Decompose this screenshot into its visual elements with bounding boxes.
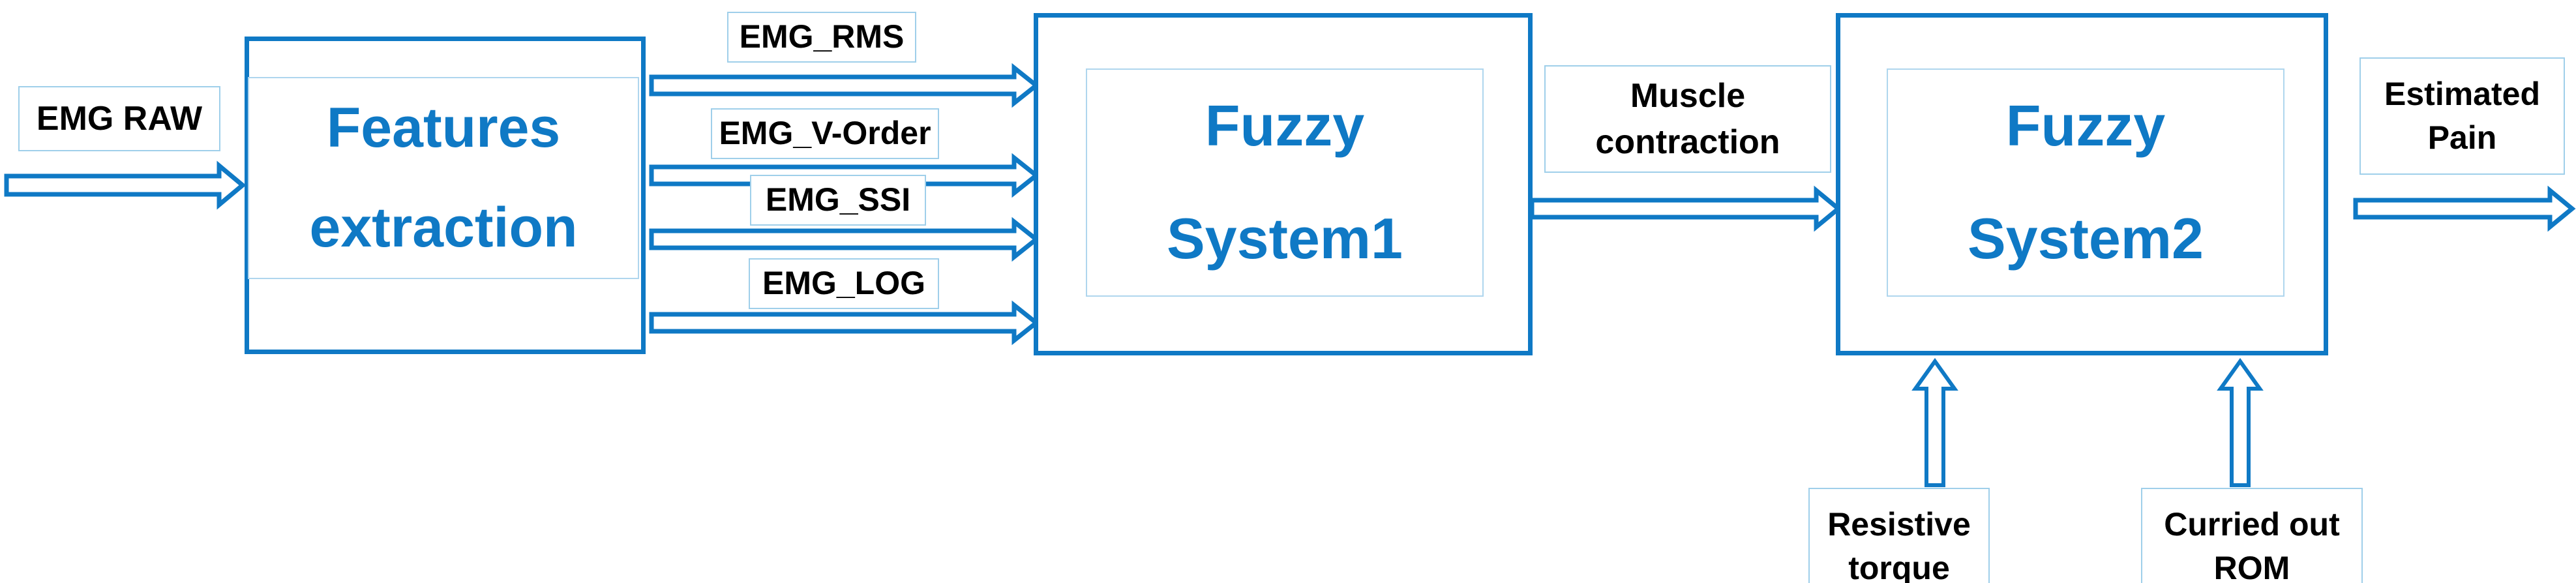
label-curried-out-rom-line1: Curried out: [2164, 505, 2340, 543]
label-resistive-torque-line2: torque: [1848, 550, 1950, 583]
arrow-features-to-fuzzy1-log: [649, 300, 1040, 346]
label-emg-v-order: EMG_V-Order: [711, 108, 939, 159]
label-emg-raw: EMG RAW: [18, 86, 220, 151]
label-resistive-torque: Resistive torque: [1808, 488, 1990, 583]
block-fuzzy-system-2: [1836, 13, 2328, 355]
label-curried-out-rom: Curried out ROM: [2141, 488, 2363, 583]
block-features-extraction: [245, 37, 646, 354]
label-emg-ssi: EMG_SSI: [750, 175, 926, 226]
label-curried-out-rom-line2: ROM: [2213, 550, 2290, 583]
label-emg-log-text: EMG_LOG: [762, 265, 926, 302]
label-emg-log: EMG_LOG: [749, 258, 939, 309]
arrow-fuzzy1-to-fuzzy2: [1529, 185, 1842, 232]
label-resistive-torque-line1: Resistive: [1827, 505, 1971, 543]
arrow-fuzzy2-to-estimated-pain: [2353, 185, 2576, 232]
block-fuzzy-system-1: [1034, 13, 1533, 355]
label-muscle-contraction-line1: Muscle: [1630, 77, 1746, 115]
arrow-features-to-fuzzy1-ssi: [649, 217, 1040, 262]
label-estimated-pain-line2: Pain: [2427, 119, 2497, 156]
label-emg-v-order-text: EMG_V-Order: [719, 115, 931, 152]
label-muscle-contraction: Muscle contraction: [1544, 65, 1831, 173]
label-emg-raw-text: EMG RAW: [36, 99, 203, 138]
label-estimated-pain-line1: Estimated: [2384, 75, 2540, 112]
label-emg-rms: EMG_RMS: [727, 12, 916, 63]
arrow-emg-raw-to-features: [4, 160, 247, 210]
label-emg-rms-text: EMG_RMS: [739, 18, 905, 55]
label-estimated-pain: Estimated Pain: [2359, 57, 2565, 175]
arrow-features-to-fuzzy1-rms: [649, 63, 1040, 108]
label-muscle-contraction-line2: contraction: [1595, 123, 1780, 161]
arrow-resistive-torque-to-fuzzy2: [1911, 357, 1958, 488]
label-emg-ssi-text: EMG_SSI: [765, 181, 911, 218]
arrow-curried-out-rom-to-fuzzy2: [2217, 357, 2264, 488]
